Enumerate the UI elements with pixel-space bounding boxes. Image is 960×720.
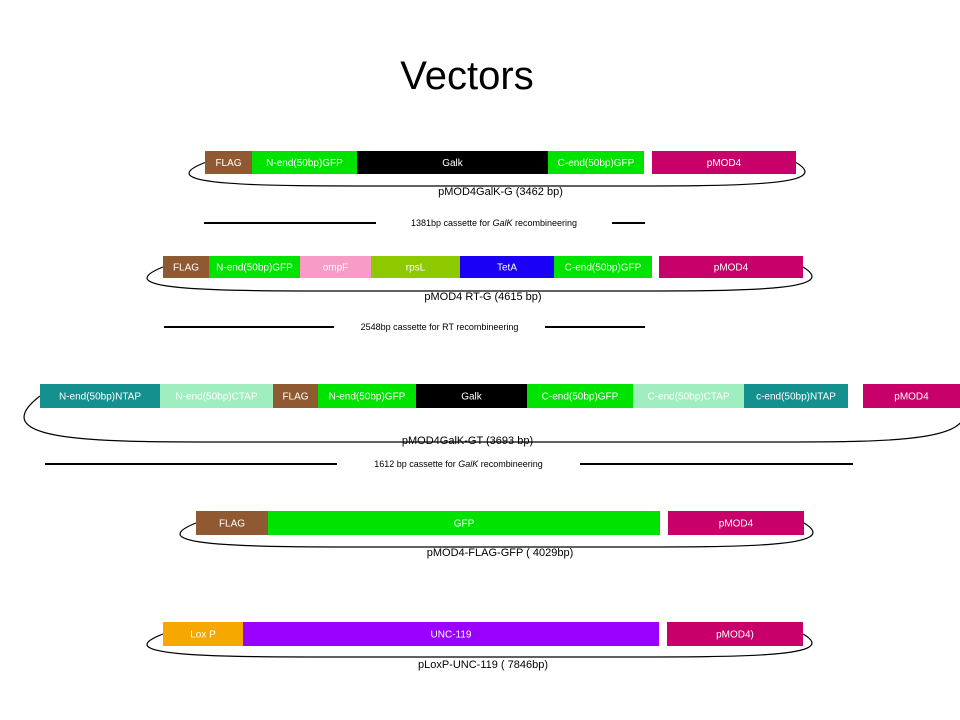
segment-label: Galk: [442, 158, 464, 169]
segment-box: [667, 622, 803, 646]
plasmid-backbone: [146, 266, 813, 292]
cassette-label-text: 2548bp cassette for RT recombineering: [361, 322, 519, 332]
segment-label: FLAG: [215, 158, 241, 169]
segment-box: [416, 384, 527, 408]
vector-name: pMOD4 RT-G (4615 bp): [424, 291, 541, 303]
segment-box: [554, 256, 652, 278]
plasmid-backbone: [23, 395, 960, 443]
vector-4: FLAG GFP pMOD4 pMOD4-FLAG-GFP ( 4029bp): [179, 511, 814, 559]
segment-label: N-end(50bp)NTAP: [59, 392, 141, 403]
segment-box: [318, 384, 416, 408]
segment-label: FLAG: [173, 263, 199, 274]
vector-5: Lox P UNC-119 pMOD4) pLoxP-UNC-119 ( 7846bp…: [146, 622, 813, 671]
segment-label: pMOD4: [714, 263, 749, 274]
vector-name: pMOD4GalK-GT (3693 bp): [402, 435, 533, 447]
cassette-1: 1381bp cassette for GalK recombineering: [204, 218, 645, 228]
cassette-2: 2548bp cassette for RT recombineering: [164, 322, 645, 332]
cassette-label: 2548bp cassette for RT recombineering: [361, 322, 519, 332]
segment-label: pMOD4: [719, 519, 754, 530]
slide-title: Vectors: [400, 54, 534, 98]
segment-label: C-end(50bp)GFP: [558, 158, 635, 169]
segment-label: N-end(50bp)GFP: [216, 263, 293, 274]
segment-label: FLAG: [282, 392, 308, 403]
segment-label: ompF: [323, 263, 349, 274]
segment-box: [160, 384, 273, 408]
segment-box: [744, 384, 848, 408]
vector-name: pMOD4GalK-G (3462 bp): [438, 186, 563, 198]
segment-box: [163, 256, 209, 278]
plasmid-backbone: [188, 161, 806, 187]
segment-box: [863, 384, 960, 408]
segment-label: N-end(50bp)CTAP: [175, 392, 257, 403]
segment-box: [40, 384, 160, 408]
cassette-3: 1612 bp cassette for GalK recombineering: [45, 459, 853, 469]
segment-box: [196, 511, 268, 535]
segment-label: pMOD4: [894, 392, 929, 403]
plasmid-backbone: [146, 633, 813, 658]
segment-box: [652, 151, 796, 174]
cassette-label-text: 1381bp cassette for: [411, 218, 493, 228]
segment-label: TetA: [497, 263, 517, 274]
segment-label: C-end(50bp)GFP: [565, 263, 642, 274]
segment-label: Lox P: [190, 630, 216, 641]
segment-box: [209, 256, 300, 278]
vector-name: pMOD4-FLAG-GFP ( 4029bp): [427, 547, 574, 559]
vector-3: N-end(50bp)NTAP N-end(50bp)CTAP FLAG N-end(…: [23, 384, 960, 447]
segment-label: c-end(50bp)NTAP: [756, 392, 836, 403]
cassette-label-text: 1612 bp cassette for: [374, 459, 458, 469]
segment-label: pMOD4): [716, 630, 754, 641]
cassette-gene: GalK: [458, 459, 479, 469]
segment-box: [273, 384, 318, 408]
segment-label: FLAG: [219, 519, 245, 530]
vector-name: pLoxP-UNC-119 ( 7846bp): [418, 659, 548, 671]
segment-box: [460, 256, 554, 278]
segment-box: [527, 384, 633, 408]
segment-label: N-end(50bp)GFP: [266, 158, 343, 169]
cassette-label: 1612 bp cassette for GalK recombineering: [374, 459, 543, 469]
segment-label: UNC-119: [431, 630, 472, 641]
segment-box: [371, 256, 460, 278]
segment-box: [205, 151, 252, 174]
segment-box: [163, 622, 243, 646]
segment-box: [659, 256, 803, 278]
segment-label: rpsL: [406, 263, 426, 274]
cassette-label: 1381bp cassette for GalK recombineering: [411, 218, 577, 228]
segment-label: Galk: [461, 392, 483, 403]
segment-label: GFP: [454, 519, 475, 530]
cassette-label-suffix: recombineering: [478, 459, 543, 469]
plasmid-backbone: [179, 522, 814, 548]
segment-box: [668, 511, 804, 535]
segment-box: [300, 256, 371, 278]
segment-label: C-end(50bp)GFP: [542, 392, 619, 403]
vector-2: FLAG N-end(50bp)GFP ompF rpsL TetA C-end(50bp…: [146, 256, 813, 303]
segment-label: pMOD4: [707, 158, 742, 169]
segment-box: [252, 151, 357, 174]
segment-label: N-end(50bp)GFP: [329, 392, 406, 403]
segment-box: [243, 622, 659, 646]
cassette-label-suffix: recombineering: [513, 218, 578, 228]
segment-box: [548, 151, 644, 174]
segment-label: C-end(50bp)CTAP: [647, 392, 729, 403]
cassette-gene: GalK: [493, 218, 514, 228]
vector-1: FLAG N-end(50bp)GFP Galk C-end(50bp)GFP pMOD…: [188, 151, 806, 198]
segment-box: [357, 151, 548, 174]
segment-box: [268, 511, 660, 535]
segment-box: [633, 384, 744, 408]
